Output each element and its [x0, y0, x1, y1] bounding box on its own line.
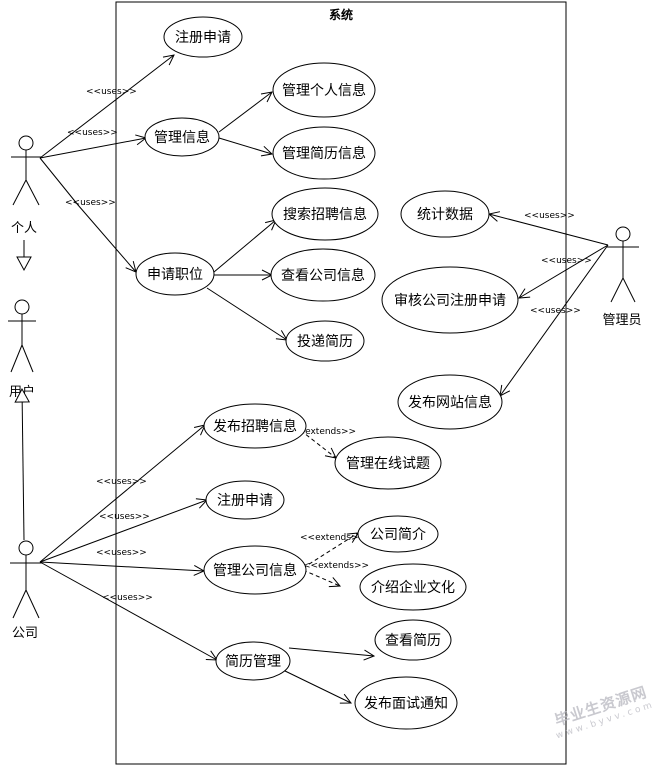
uc-manage-online-tests-label: 管理在线试题: [346, 456, 430, 472]
edge-manage-company-profile: [302, 533, 358, 569]
uc-company-profile: [357, 515, 439, 553]
uc-publish-job-info-label: 发布招聘信息: [213, 418, 297, 435]
actor-admin: [607, 226, 639, 303]
label-uses-apply: <<uses>>: [65, 198, 116, 208]
uc-submit-resume-label: 投递简历: [297, 333, 353, 350]
edge-company-publish-job: [39, 425, 205, 563]
label-uses-register: <<uses>>: [86, 87, 137, 97]
uc-manage-resume-info-label: 管理简历信息: [282, 145, 366, 162]
uc-view-company-info: [270, 248, 376, 302]
uc-review-company-registration: [381, 266, 519, 334]
uc-intro-culture: [359, 563, 467, 611]
uc-manage-company-info-label: 管理公司信息: [213, 562, 297, 579]
uc-manage-online-tests: [334, 436, 442, 490]
uc-view-resume: [374, 619, 452, 661]
uc-publish-site-info-label: 发布网站信息: [408, 394, 492, 411]
edge-individual-manage-info: [39, 138, 146, 159]
label-uses-review: <<uses>>: [541, 256, 592, 266]
uc-view-company-info-label: 查看公司信息: [281, 267, 365, 284]
system-title: 系统: [329, 7, 353, 22]
actor-company: [10, 540, 42, 619]
system-boundary: [115, 1, 567, 765]
uc-submit-resume: [285, 320, 365, 362]
actor-company-label: 公司: [12, 626, 38, 641]
edge-company-register: [39, 500, 207, 563]
actor-user: [8, 299, 36, 373]
uc-view-resume-label: 查看简历: [385, 632, 441, 649]
label-uses-statistics: <<uses>>: [524, 211, 575, 221]
uc-statistics-label: 统计数据: [417, 207, 473, 223]
edge-resume-view: [288, 647, 374, 656]
uc-register-company: [205, 480, 285, 520]
uc-publish-site-info: [397, 374, 503, 430]
edge-manage-info-resume: [218, 137, 272, 154]
label-uses-manage-info: <<uses>>: [67, 128, 118, 138]
uc-search-jobs-label: 搜索招聘信息: [283, 206, 367, 223]
edge-admin-publish-site: [500, 244, 609, 396]
uc-manage-personal-info: [272, 62, 376, 118]
uc-manage-info-label: 管理信息: [154, 129, 210, 146]
uc-publish-job-info: [203, 403, 307, 449]
edge-resume-interview: [282, 669, 351, 703]
uc-register-company-label: 注册申请: [217, 493, 273, 509]
uc-manage-info: [144, 117, 220, 157]
label-uses-manage-company: <<uses>>: [96, 548, 147, 558]
uc-register-individual: [163, 16, 243, 58]
label-uses-resume-management: <<uses>>: [102, 593, 153, 603]
uc-search-jobs: [271, 187, 379, 241]
actor-individual: [11, 135, 41, 206]
uc-publish-interview-label: 发布面试通知: [364, 695, 448, 712]
uc-resume-management: [215, 641, 291, 681]
label-extends-tests: <<extends>>: [290, 427, 356, 437]
label-extends-culture: <<extends>>: [303, 561, 369, 571]
edge-apply-search: [213, 220, 276, 273]
actor-admin-label: 管理员: [602, 313, 641, 328]
uc-manage-company-info: [203, 545, 307, 595]
label-extends-profile: <<extends>>: [300, 533, 366, 543]
label-uses-publish-site: <<uses>>: [530, 306, 581, 316]
edge-company-resume-management: [39, 561, 217, 660]
uc-register-individual-label: 注册申请: [175, 30, 231, 46]
uc-company-profile-label: 公司简介: [370, 526, 426, 543]
edge-company-manage-company: [39, 561, 204, 571]
edge-apply-submit-resume: [206, 287, 287, 340]
generalization-company-user: [14, 387, 31, 541]
edge-manage-info-personal: [218, 92, 272, 133]
label-uses-publish-job: <<uses>>: [96, 477, 147, 487]
uc-intro-culture-label: 介绍企业文化: [371, 579, 455, 596]
edge-manage-company-culture: [302, 569, 340, 586]
edge-individual-apply-position: [39, 157, 136, 272]
uc-publish-interview: [354, 676, 458, 730]
uc-manage-resume-info: [272, 126, 376, 180]
edge-admin-statistics: [489, 214, 609, 246]
uc-review-company-registration-label: 审核公司注册申请: [394, 293, 506, 309]
edge-individual-register: [39, 55, 174, 159]
label-uses-register-company: <<uses>>: [99, 512, 150, 522]
uc-statistics: [400, 190, 490, 238]
uc-apply-position-label: 申请职位: [147, 267, 203, 283]
edge-admin-review: [519, 244, 609, 298]
actor-individual-label: 个人: [11, 221, 37, 236]
uc-resume-management-label: 简历管理: [225, 653, 281, 670]
uc-apply-position: [135, 252, 215, 296]
uc-manage-personal-info-label: 管理个人信息: [282, 82, 366, 99]
